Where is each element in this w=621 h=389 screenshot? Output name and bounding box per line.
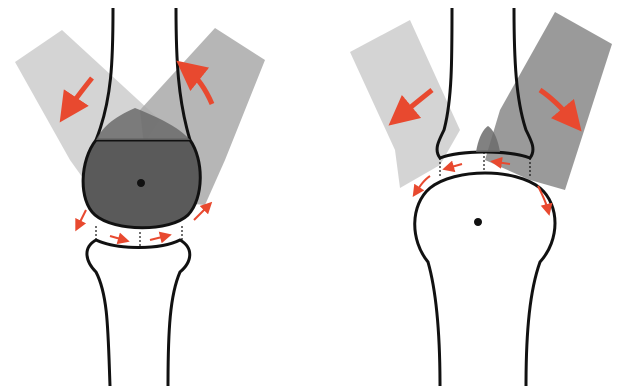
right-panel [350, 8, 612, 386]
left-lower-bone [87, 240, 190, 386]
left-pivot-dot [137, 179, 145, 187]
left-arrow-roll-1 [78, 210, 86, 226]
right-pivot-dot [474, 218, 482, 226]
left-arrow-roll-3 [150, 236, 166, 240]
left-panel [15, 8, 265, 386]
left-arrow-roll-4 [194, 206, 208, 220]
right-shadow-left [350, 20, 460, 188]
left-arrow-roll-2 [110, 236, 124, 240]
right-arrow-roll-2 [448, 164, 462, 168]
right-lower-bone [415, 173, 555, 386]
